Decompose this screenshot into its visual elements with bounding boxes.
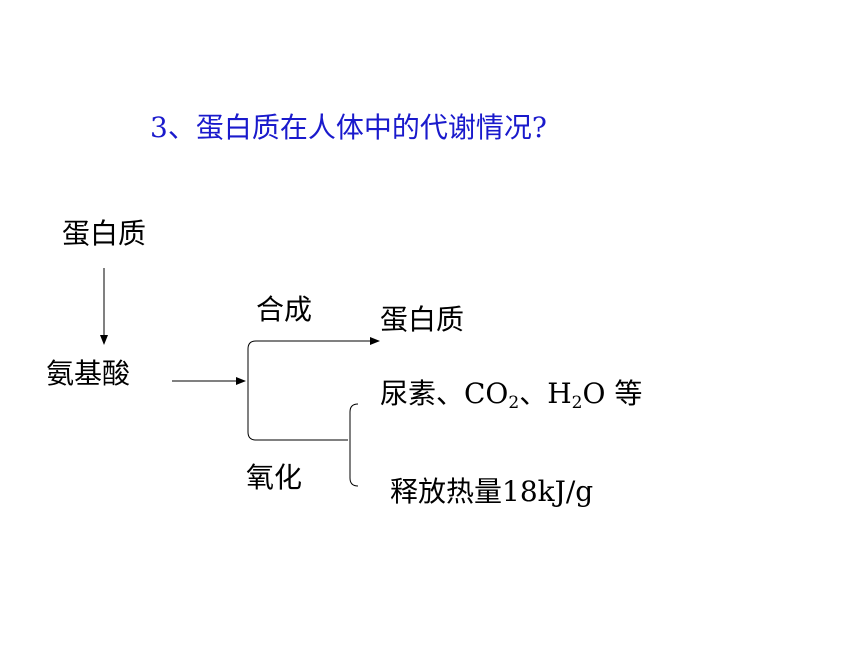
node-energy: 释放热量18kJ/g: [390, 475, 594, 508]
h2o-subscript: 2: [571, 393, 583, 413]
node-protein-top: 蛋白质: [62, 217, 147, 250]
node-products: 尿素、CO2、H2O 等: [380, 377, 643, 412]
label-synthesis: 合成: [256, 293, 313, 326]
products-prefix: 尿素、CO: [380, 377, 509, 410]
label-oxidation: 氧化: [246, 461, 303, 494]
products-suffix: O 等: [582, 377, 643, 410]
node-protein-right: 蛋白质: [380, 303, 465, 336]
branch-bracket: [247, 340, 257, 441]
co2-subscript: 2: [508, 393, 520, 413]
page-title: 3、蛋白质在人体中的代谢情况?: [150, 111, 547, 144]
products-mid: 、H: [519, 377, 572, 410]
node-amino-acid: 氨基酸: [46, 357, 131, 390]
products-bracket: [349, 403, 359, 487]
